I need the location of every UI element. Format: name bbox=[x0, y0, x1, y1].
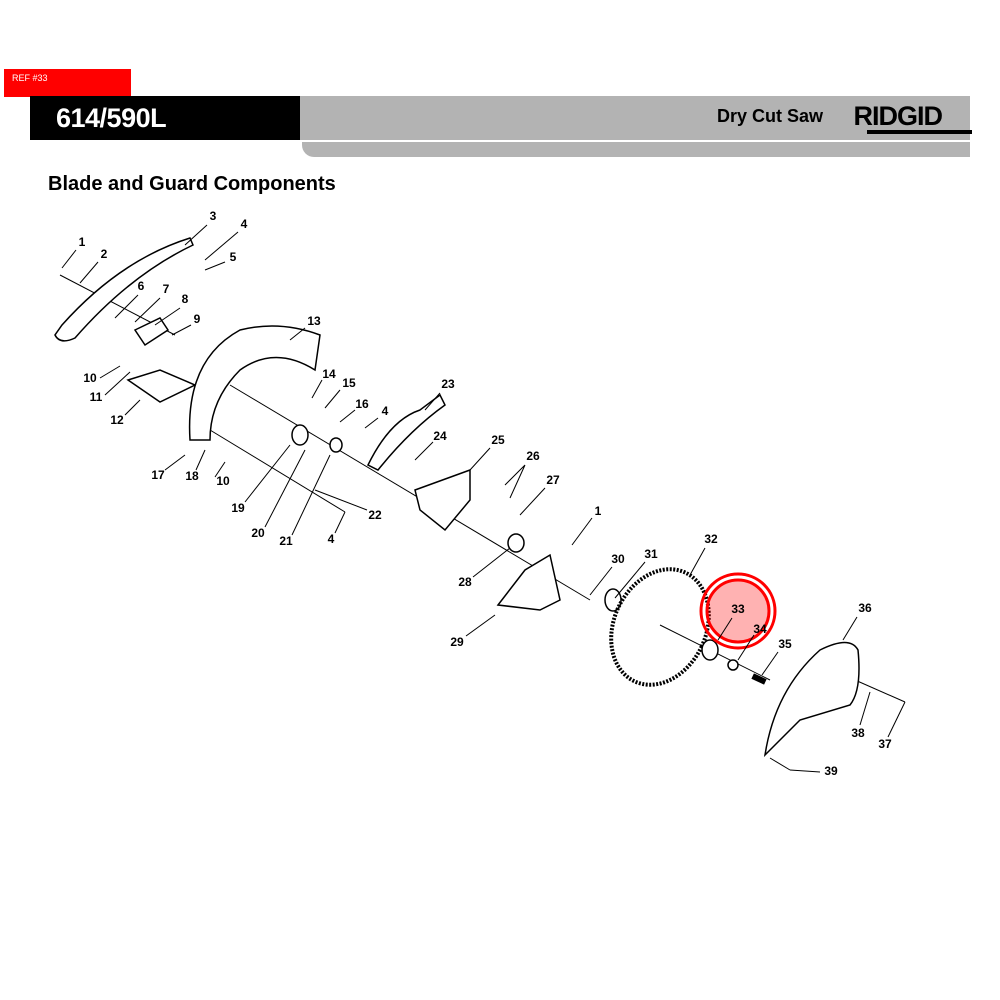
part-label-24: 24 bbox=[433, 429, 447, 443]
part-label-25: 25 bbox=[491, 433, 505, 447]
part-label-14: 14 bbox=[322, 367, 336, 381]
part-label-36: 36 bbox=[858, 601, 872, 615]
part-label-2: 2 bbox=[101, 247, 108, 261]
part-label-1b: 1 bbox=[595, 504, 602, 518]
part-label-32: 32 bbox=[704, 532, 718, 546]
part-label-21: 21 bbox=[279, 534, 293, 548]
spindle-housing bbox=[414, 468, 471, 532]
brand-logo-underline bbox=[867, 130, 972, 134]
leader-lines bbox=[61, 224, 906, 773]
brand-logo: RIDGID bbox=[853, 101, 943, 131]
upper-guard-handle bbox=[54, 237, 194, 342]
model-number: 614/590L bbox=[56, 103, 167, 133]
assembly-axes bbox=[59, 274, 906, 771]
part-label-19: 19 bbox=[231, 501, 245, 515]
part-label-7: 7 bbox=[163, 282, 170, 296]
model-bar: 614/590L bbox=[30, 96, 300, 140]
part-label-9: 9 bbox=[194, 312, 201, 326]
part-label-15: 15 bbox=[342, 376, 356, 390]
section-title: Blade and Guard Components bbox=[48, 173, 336, 195]
part-label-30: 30 bbox=[611, 552, 625, 566]
product-name: Dry Cut Saw bbox=[716, 106, 823, 126]
part-label-3: 3 bbox=[210, 209, 217, 223]
blade-guard bbox=[763, 641, 860, 758]
part-label-39: 39 bbox=[824, 764, 838, 778]
part-label-1: 1 bbox=[79, 235, 86, 249]
part-label-4b: 4 bbox=[382, 404, 389, 418]
bracket bbox=[133, 317, 170, 347]
plate bbox=[126, 369, 197, 403]
part-label-16: 16 bbox=[355, 397, 369, 411]
base-bracket bbox=[496, 553, 561, 611]
inner-flange bbox=[604, 588, 622, 612]
part-label-31: 31 bbox=[644, 547, 658, 561]
part-label-28: 28 bbox=[458, 575, 472, 589]
part-label-11: 11 bbox=[90, 390, 103, 404]
part-label-13: 13 bbox=[307, 314, 321, 328]
part-label-26: 26 bbox=[526, 449, 540, 463]
part-label-4: 4 bbox=[241, 217, 248, 231]
saw-blade bbox=[609, 567, 711, 687]
part-label-6: 6 bbox=[138, 279, 145, 293]
arbor-bolt bbox=[751, 673, 767, 685]
blade-washer bbox=[727, 659, 739, 671]
ref-tag: REF #33 bbox=[4, 69, 131, 97]
lower-guard bbox=[188, 325, 321, 441]
header-bar-lower bbox=[302, 142, 970, 157]
part-label-4c: 4 bbox=[328, 532, 335, 546]
part-label-8: 8 bbox=[182, 292, 189, 306]
ref-tag-text: REF #33 bbox=[12, 73, 48, 83]
part-label-5: 5 bbox=[230, 250, 237, 264]
handle-arm bbox=[366, 393, 446, 471]
part-label-29: 29 bbox=[450, 635, 464, 649]
part-33-highlight bbox=[699, 572, 777, 650]
part-label-34: 34 bbox=[753, 622, 767, 636]
part-label-22: 22 bbox=[368, 508, 382, 522]
part-label-35: 35 bbox=[778, 637, 792, 651]
part-label-10: 10 bbox=[83, 371, 97, 385]
part-label-20: 20 bbox=[251, 526, 265, 540]
part-label-17: 17 bbox=[151, 468, 165, 482]
part-label-33: 33 bbox=[731, 602, 745, 616]
bearing bbox=[291, 424, 309, 446]
part-label-10b: 10 bbox=[216, 474, 230, 488]
spacer bbox=[507, 533, 525, 553]
header-bar: Dry Cut Saw RIDGID bbox=[300, 96, 970, 140]
part-labels: 1 2 3 4 5 6 7 8 9 10 11 12 13 14 15 16 4… bbox=[79, 209, 892, 778]
part-label-38: 38 bbox=[851, 726, 865, 740]
outer-flange bbox=[701, 639, 719, 661]
part-label-27: 27 bbox=[546, 473, 560, 487]
part-label-23: 23 bbox=[441, 377, 455, 391]
part-label-37: 37 bbox=[878, 737, 892, 751]
part-shapes bbox=[54, 237, 860, 758]
part-label-12: 12 bbox=[110, 413, 124, 427]
part-label-18: 18 bbox=[185, 469, 199, 483]
washer bbox=[329, 437, 343, 453]
